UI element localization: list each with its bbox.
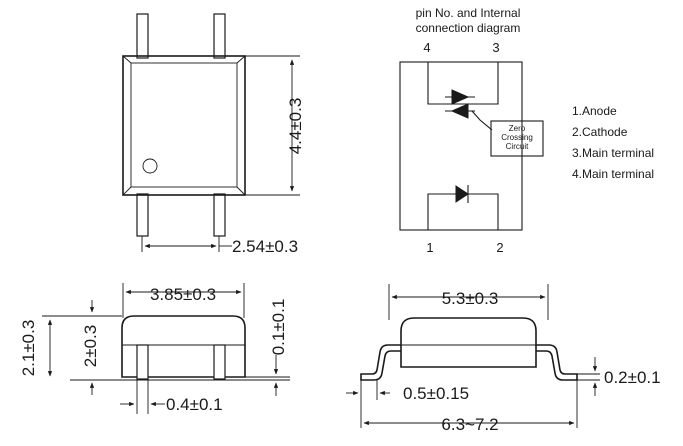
pin-label-3: 3 (492, 40, 499, 55)
dim-front-total-width: 6.3~7.2 (441, 415, 498, 434)
top-view-body-inner (130, 62, 238, 188)
front-lead-left (360, 344, 401, 381)
dim-top-height: 4.4±0.3 (286, 98, 305, 155)
schematic-title-line2: connection diagram (416, 21, 521, 35)
legend-item: 1.Anode (572, 104, 617, 118)
zero-crossing-box (490, 120, 544, 157)
schematic-package-outline (399, 61, 523, 231)
dim-top-pitch: 2.54±0.3 (232, 237, 298, 256)
side-lead-left (136, 344, 149, 380)
legend-item: 2.Cathode (572, 125, 628, 139)
zc-line2: Crossing (501, 133, 533, 142)
side-lead-right (213, 344, 226, 380)
dim-front-body-width: 5.3±0.3 (442, 289, 499, 308)
led-triangle (455, 185, 469, 203)
dim-side-width: 3.85±0.3 (150, 285, 216, 304)
legend-item: 4.Main terminal (572, 167, 654, 181)
top-lead-3 (213, 13, 226, 59)
led-wire (427, 193, 499, 230)
triac-wire (427, 62, 499, 105)
pin-legend: 1.Anode 2.Cathode 3.Main terminal 4.Main… (572, 104, 654, 181)
top-view: 4.4±0.3 2.54±0.3 (122, 13, 305, 256)
pin1-marker (142, 158, 158, 174)
pin-label-4: 4 (423, 40, 430, 55)
top-lead-4 (136, 13, 149, 59)
dim-side-standoff: 0.1±0.1 (269, 299, 288, 356)
dim-front-lead-length: 0.5±0.15 (403, 384, 469, 403)
side-view: 3.85±0.3 2.1±0.3 2±0.3 0.1±0.1 0.4±0.1 (19, 283, 290, 414)
dim-side-total-height: 2.1±0.3 (19, 320, 38, 377)
zc-line1: Zero (509, 124, 526, 133)
bottom-lead-1 (136, 193, 149, 237)
front-view: 5.3±0.3 0.2±0.1 0.5±0.15 6.3~7.2 (346, 284, 661, 434)
side-view-body (121, 315, 246, 378)
front-lead-right (536, 344, 578, 381)
zc-line3: Circuit (506, 142, 529, 151)
front-view-body (400, 317, 537, 368)
connection-schematic: pin No. and Internal connection diagram … (399, 6, 544, 255)
dim-front-lead-thickness: 0.2±0.1 (604, 368, 661, 387)
dim-side-body-height: 2±0.3 (81, 325, 100, 367)
top-view-body (122, 55, 246, 196)
pin-label-2: 2 (496, 240, 503, 255)
dim-side-lead-width: 0.4±0.1 (166, 395, 223, 414)
triac-gate-wire (471, 110, 493, 131)
pin-label-1: 1 (426, 240, 433, 255)
bottom-lead-2 (213, 193, 226, 237)
legend-item: 3.Main terminal (572, 146, 654, 160)
schematic-title-line1: pin No. and Internal (416, 6, 521, 20)
